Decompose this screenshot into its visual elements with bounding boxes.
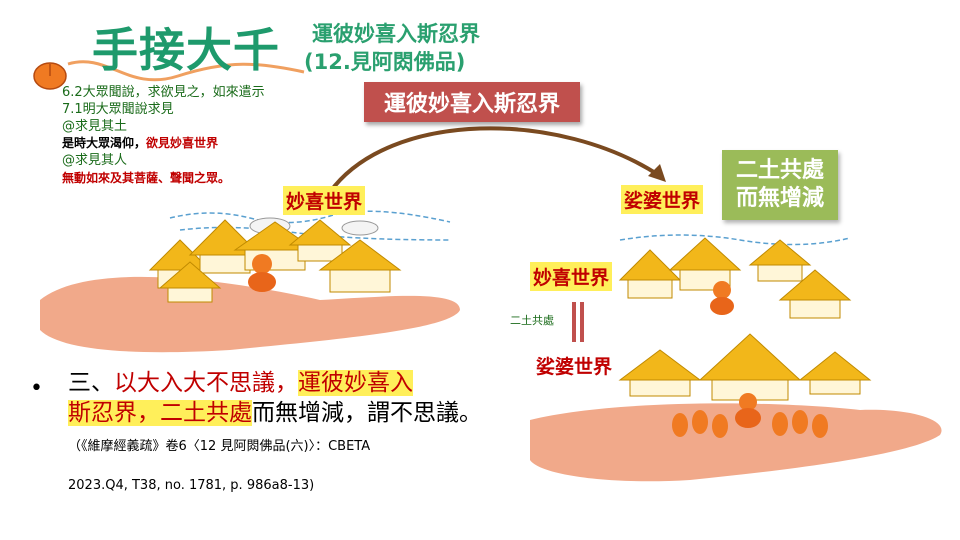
mouse-icon <box>33 60 305 90</box>
para-text-highlight: 斯忍界，二土共處 <box>68 400 252 426</box>
label-saha-world-right: 娑婆世界 <box>536 356 613 378</box>
title-banner: 運彼妙喜入斯忍界 <box>364 82 580 122</box>
outline-text-highlight: 欲見妙喜世界 <box>146 136 219 150</box>
outline-item: 6.2大眾聞說，求欲見之，如來遣示 <box>62 85 265 100</box>
label-miaoxi-world: 妙喜世界 <box>283 186 366 215</box>
outline-text: 是時大眾渴仰， <box>62 136 147 150</box>
citation: （《維摩經義疏》卷6〈12 見阿閦佛品(六)〉：CBETA <box>68 439 371 454</box>
coexist-bar <box>580 302 584 342</box>
hand-icon <box>40 276 460 353</box>
citation-line2: 2023.Q4, T38, no. 1781, p. 986a8-13) <box>68 478 315 493</box>
bullet: • <box>30 376 43 401</box>
left-hand-illustration <box>40 210 460 353</box>
para-text-highlight: 運彼妙喜入 <box>298 370 413 396</box>
right-hand-illustration <box>530 333 942 482</box>
page-subtitle: 運彼妙喜入斯忍界 <box>312 22 480 46</box>
outline-item: 7.1明大眾聞說求見 <box>62 102 174 117</box>
label-saha-world: 娑婆世界 <box>621 185 704 214</box>
para-text: 三、 <box>68 370 114 396</box>
label-coexist: 二土共處 <box>510 314 554 327</box>
coexist-box-line2: 而無增減 <box>735 186 824 211</box>
buddha-icon <box>248 254 276 292</box>
label-miaoxi-world-right: 妙喜世界 <box>530 262 613 291</box>
para-text: 而無增減，謂不思議。 <box>252 400 482 426</box>
coexist-box-line1: 二土共處 <box>735 158 824 183</box>
outline-item: @求見其人 <box>62 153 128 168</box>
page-subtitle-chapter: (12.見阿閦佛品) <box>304 50 466 74</box>
outline-item: @求見其土 <box>62 119 128 134</box>
page-title: 手接大千 <box>92 23 280 77</box>
temple-icon <box>148 219 402 303</box>
outline-item: 是時大眾渴仰，欲見妙喜世界 <box>62 135 218 152</box>
cloud-icon <box>169 210 451 241</box>
arrow-icon <box>328 126 666 194</box>
main-paragraph: 三、以大入大不思議，運彼妙喜入斯忍界，二土共處而無增減，謂不思議。 （《維摩經義… <box>68 368 488 462</box>
outline-item: 無動如來及其菩薩、聲聞之眾。 <box>62 171 231 185</box>
right-miaoxi-illustration <box>618 234 852 319</box>
para-text-red: 以大入大不思議， <box>114 370 298 396</box>
coexist-box: 二土共處 而無增減 <box>722 150 838 220</box>
coexist-bar <box>572 302 576 342</box>
